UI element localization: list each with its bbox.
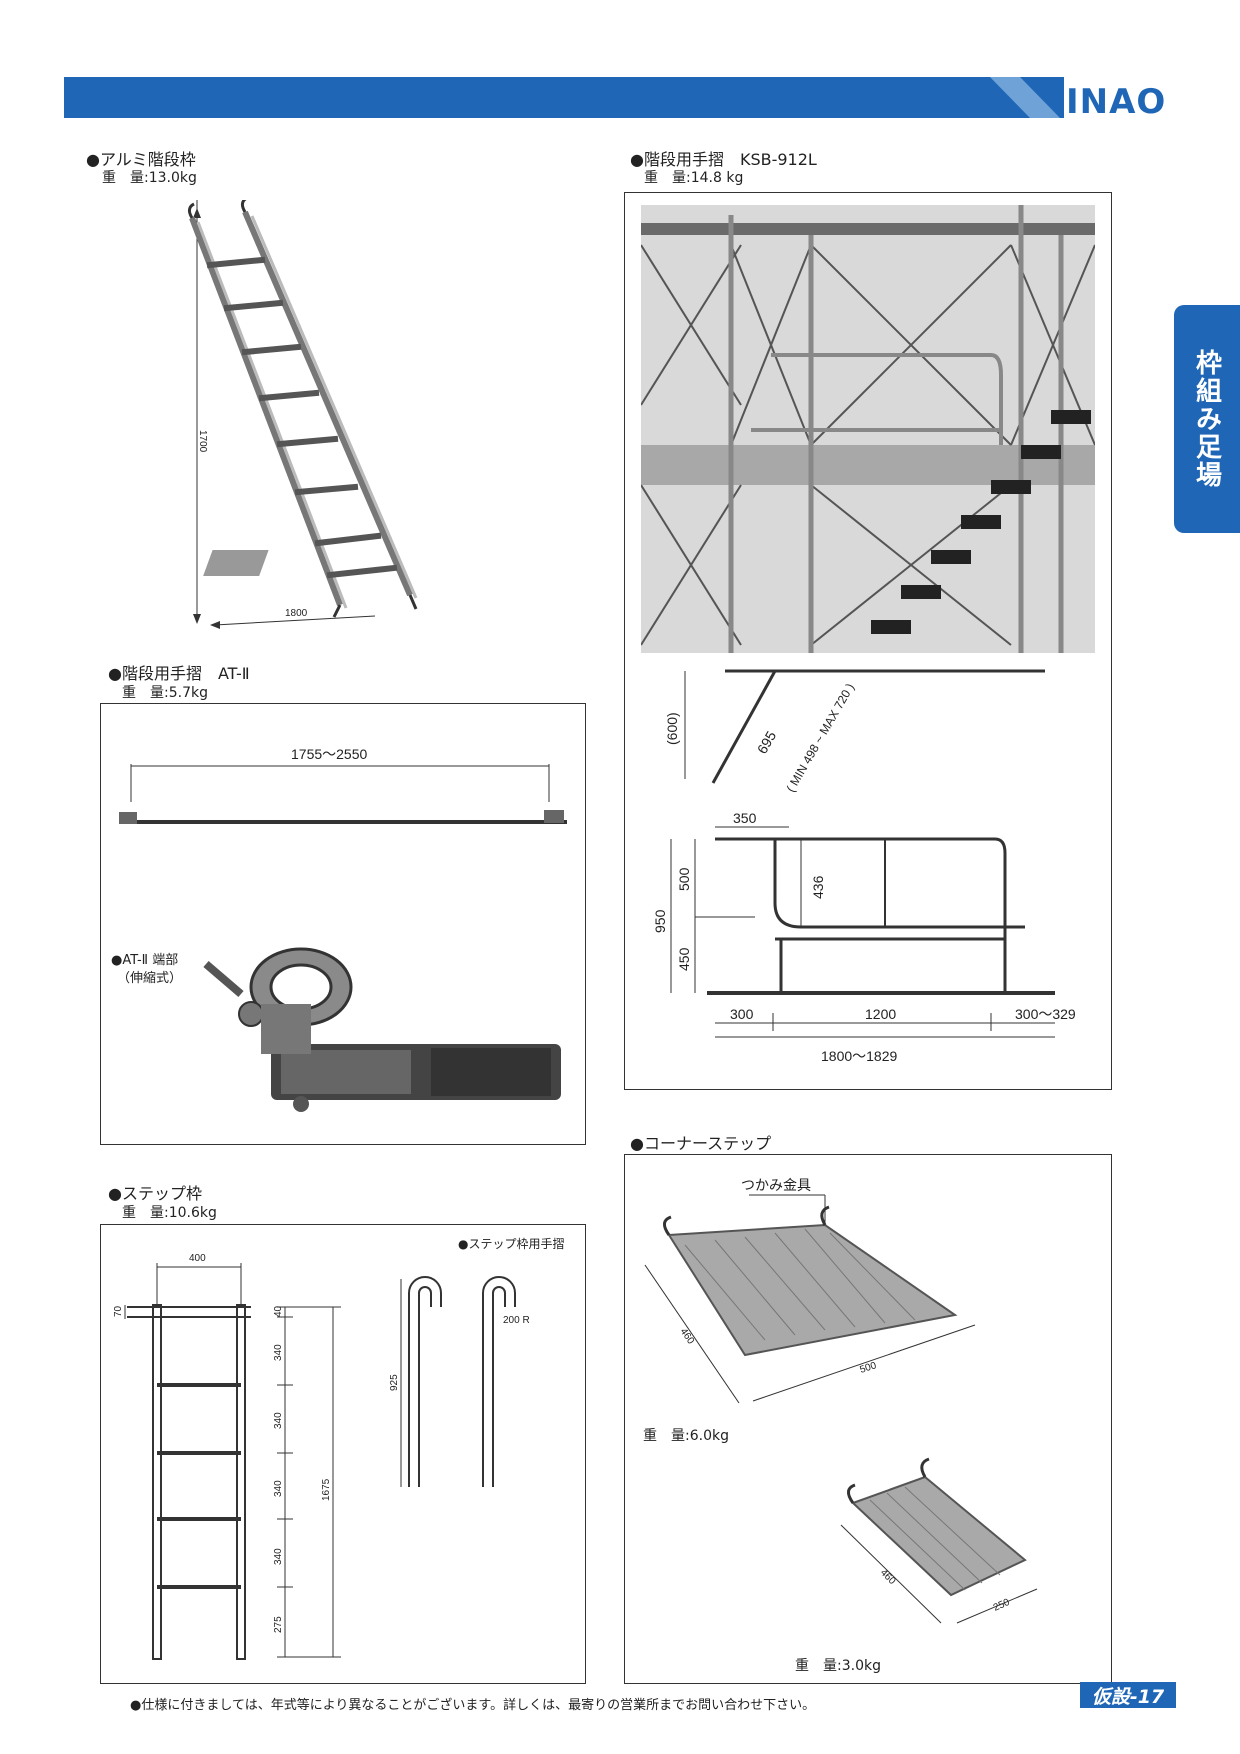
step-frame-spacing-5: 275	[273, 1616, 284, 1633]
step-frame-handrail-label: ●ステップ枠用手摺	[458, 1237, 565, 1251]
corner-step-box: つかみ金具 460 500 460 250 重 量:6.0kg 重 量:3.0k…	[624, 1154, 1112, 1684]
ksb-600-dim: (600)	[664, 712, 680, 745]
corner-step-title: ●コーナーステップ	[630, 1134, 772, 1153]
at2-title: ●階段用手摺 AT-Ⅱ	[108, 664, 250, 683]
step-frame-box: ●ステップ枠用手摺 400 70 4	[100, 1224, 586, 1684]
ksb-695-dim: 695	[754, 728, 780, 756]
at2-end-label: ●AT-Ⅱ 端部	[111, 953, 179, 968]
corner-step-drawing: 460 500 460 250	[644, 1194, 1038, 1624]
header-slash-decoration	[990, 77, 1060, 118]
corner-step-large-460: 460	[678, 1326, 697, 1346]
aluminum-stair-width-dim: 1800	[285, 608, 308, 619]
step-frame-width-dim: 400	[189, 1253, 206, 1264]
step-handrail-height-dim: 925	[389, 1374, 400, 1391]
step-frame-height-dim: 1675	[321, 1478, 332, 1501]
step-frame-weight: 重 量:10.6kg	[122, 1205, 217, 1221]
ksb-500-dim: 500	[676, 867, 692, 891]
brand-logo: INAO	[1066, 82, 1167, 122]
aluminum-stair-title: ●アルミ階段枠	[86, 150, 196, 169]
ksb-436-dim: 436	[810, 875, 826, 899]
ksb-1200-dim: 1200	[865, 1006, 896, 1022]
ksb-title: ●階段用手摺 KSB-912L	[630, 150, 817, 169]
ksb-950-dim: 950	[652, 909, 668, 933]
footer-note: ●仕様に付きましては、年式等により異なることがございます。詳しくは、最寄りの営業…	[130, 1698, 816, 1713]
ksb-box: (600) 695 ( MIN 498 ~ MAX 720 ) 350 950 …	[624, 192, 1112, 1090]
section-tab: 枠組み足場	[1174, 305, 1240, 533]
ksb-photo	[641, 205, 1095, 653]
step-frame-spacing-1: 340	[273, 1344, 284, 1361]
ksb-300-dim: 300	[730, 1006, 754, 1022]
ksb-1800-1829-dim: 1800〜1829	[821, 1048, 898, 1064]
aluminum-stair-height-dim: 1700	[197, 430, 208, 453]
at2-box: 1755～2550 ●AT-Ⅱ 端部 （伸縮式）	[100, 703, 586, 1145]
corner-step-large-weight: 重 量:6.0kg	[643, 1428, 729, 1444]
page-number: 仮設-17	[1080, 1682, 1176, 1708]
at2-weight: 重 量:5.7kg	[122, 685, 208, 701]
aluminum-stair-drawing: 1700 1800	[187, 200, 418, 629]
step-frame-spacing-2: 340	[273, 1412, 284, 1429]
ksb-450-dim: 450	[676, 947, 692, 971]
corner-step-small-weight: 重 量:3.0kg	[795, 1658, 881, 1674]
corner-step-grip-label: つかみ金具	[741, 1178, 811, 1194]
aluminum-stair-weight: 重 量:13.0kg	[102, 170, 197, 186]
step-frame-70-dim: 70	[113, 1305, 124, 1317]
corner-step-small-250: 250	[992, 1597, 1012, 1614]
header-bar	[64, 77, 1064, 118]
corner-step-small-460: 460	[878, 1567, 898, 1587]
step-handrail-radius-dim: 200 R	[503, 1315, 530, 1326]
ksb-300-329-dim: 300〜329	[1015, 1006, 1076, 1022]
step-frame-drawing: 400 70 40 340 340	[113, 1253, 530, 1660]
corner-step-large-500: 500	[859, 1360, 879, 1376]
ksb-350-dim: 350	[733, 810, 757, 826]
ksb-weight: 重 量:14.8 kg	[644, 170, 744, 186]
ksb-drawing: (600) 695 ( MIN 498 ~ MAX 720 ) 350 950 …	[652, 669, 1076, 1064]
step-frame-title: ●ステップ枠	[108, 1184, 202, 1203]
at2-end-sublabel: （伸縮式）	[117, 971, 183, 986]
at2-drawing: 1755～2550	[119, 746, 567, 1112]
step-frame-spacing-4: 340	[273, 1548, 284, 1565]
at2-end-clamp-image	[203, 947, 561, 1112]
step-frame-spacing-3: 340	[273, 1480, 284, 1497]
ksb-minmax-dim: ( MIN 498 ~ MAX 720 )	[783, 681, 857, 795]
at2-span-dim: 1755～2550	[291, 746, 368, 762]
step-frame-40-dim: 40	[273, 1305, 284, 1317]
